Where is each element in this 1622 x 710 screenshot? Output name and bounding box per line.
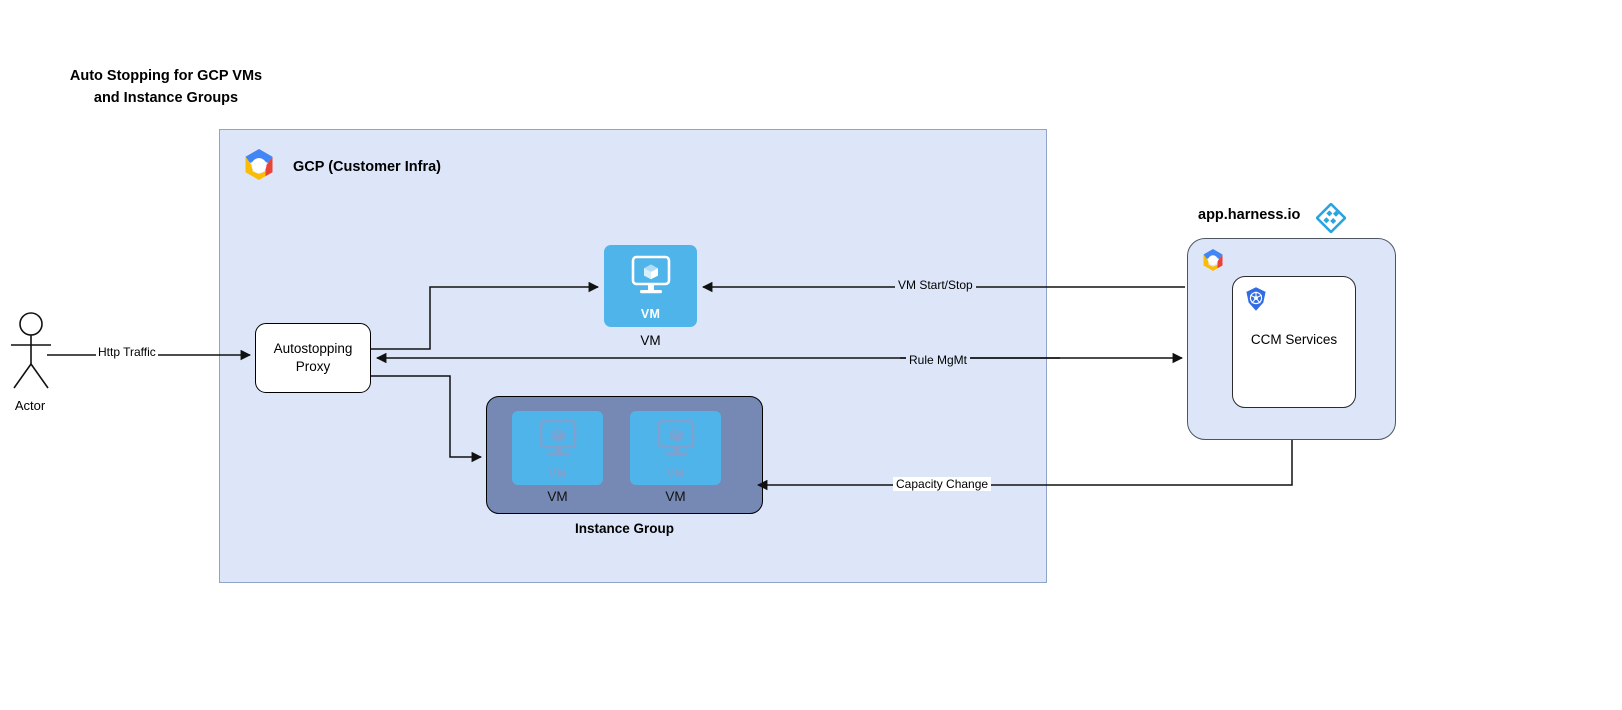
instance-group-vm-caption: VM [665,489,686,504]
actor-label: Actor [14,398,46,413]
instance-group-vm-node[interactable]: VM [630,411,721,485]
vm-inner-label: VM [548,466,567,480]
edge-label-http-traffic: Http Traffic [96,345,158,359]
edge-label-vm-start-stop: VM Start/Stop [895,278,976,292]
edge-label-rule-mgmt: Rule MgMt [906,353,971,367]
instance-group-caption: Instance Group [574,521,674,536]
autostopping-proxy-node[interactable]: Autostopping Proxy [255,323,371,393]
harness-diamond-logo-icon [1315,202,1347,234]
gcp-logo-icon [232,141,286,195]
ccm-services-node[interactable]: CCM Services [1232,276,1356,408]
actor-stick-figure-icon [4,312,60,390]
page-title: Auto Stopping for GCP VMs and Instance G… [69,68,263,106]
vm-monitor-cube-icon [532,418,584,471]
vm-monitor-cube-icon [650,418,702,471]
instance-group-vm-caption: VM [547,489,568,504]
vm-caption: VM [640,333,661,348]
instance-group-container[interactable]: VM VM VM VM [486,396,763,514]
kubernetes-logo-icon [1243,286,1269,312]
gcp-logo-icon [1196,245,1230,279]
vm-node[interactable]: VM [604,245,697,327]
edge-label-capacity-change: Capacity Change [893,477,992,491]
vm-inner-label: VM [640,307,661,321]
gcp-container-label: GCP (Customer Infra) [293,159,441,175]
ccm-services-label: CCM Services [1250,332,1338,347]
harness-domain-label: app.harness.io [1198,207,1301,223]
vm-inner-label: VM [666,466,685,480]
vm-monitor-cube-icon [624,254,678,309]
instance-group-vm-node[interactable]: VM [512,411,603,485]
